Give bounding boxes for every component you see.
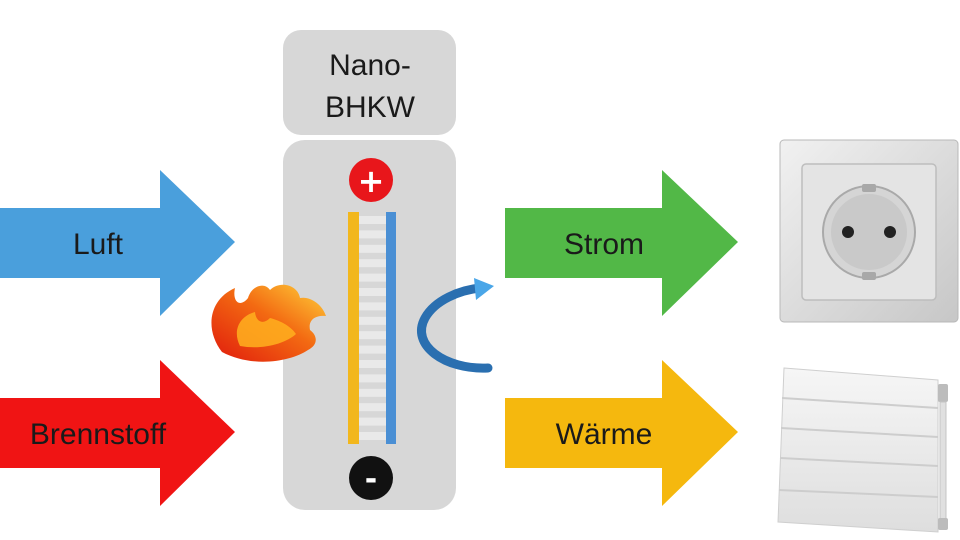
electrolyte-bar (359, 432, 386, 440)
electrolyte-bar (359, 374, 386, 383)
input-arrow-luft: Luft (0, 170, 235, 316)
device-title-box (283, 30, 456, 135)
electrolyte-bar (359, 259, 386, 268)
electrolyte-bar (359, 316, 386, 325)
heat-return-arrow-icon (417, 278, 494, 373)
plus-sign: + (358, 162, 385, 200)
electrolyte-bar (359, 288, 386, 296)
negative-terminal: - (349, 456, 393, 500)
electrolyte-bar (359, 360, 386, 368)
output-label-waerme: Wärme (556, 418, 653, 451)
output-arrow-strom: Strom (505, 170, 738, 316)
minus-circle-icon (349, 456, 393, 500)
device-main-box (283, 140, 456, 510)
input-label-luft: Luft (73, 228, 124, 261)
cathode-strip (386, 212, 396, 444)
electrolyte-bar (359, 331, 386, 340)
output-label-strom: Strom (564, 228, 644, 261)
electrolyte-bar (359, 403, 386, 412)
device-title-line1: Nano- (329, 49, 411, 82)
device-body: Nano- BHKW (283, 30, 456, 510)
electrolyte-bar (359, 216, 386, 224)
input-label-brennstoff: Brennstoff (30, 418, 167, 451)
anode-strip (348, 212, 359, 444)
electrolyte-bars (359, 216, 386, 440)
device-title-line2: BHKW (325, 91, 416, 124)
electrolyte-bar (359, 388, 386, 397)
minus-sign: - (365, 462, 377, 497)
power-socket-icon (779, 139, 959, 323)
fuel-cell-stack (348, 212, 396, 444)
output-arrow-waerme: Wärme (505, 360, 738, 506)
plus-circle-icon (349, 158, 393, 202)
input-arrow-brennstoff: Brennstoff (0, 360, 235, 506)
electrolyte-bar (359, 302, 386, 311)
electrolyte-bar (359, 230, 386, 239)
electrolyte-bar (359, 345, 386, 354)
positive-terminal: + (349, 158, 393, 202)
electrolyte-bar (359, 417, 386, 426)
electrolyte-bar (359, 244, 386, 253)
flame-icon (211, 284, 326, 362)
radiator-icon (777, 367, 948, 533)
electrolyte-bar (359, 273, 386, 282)
